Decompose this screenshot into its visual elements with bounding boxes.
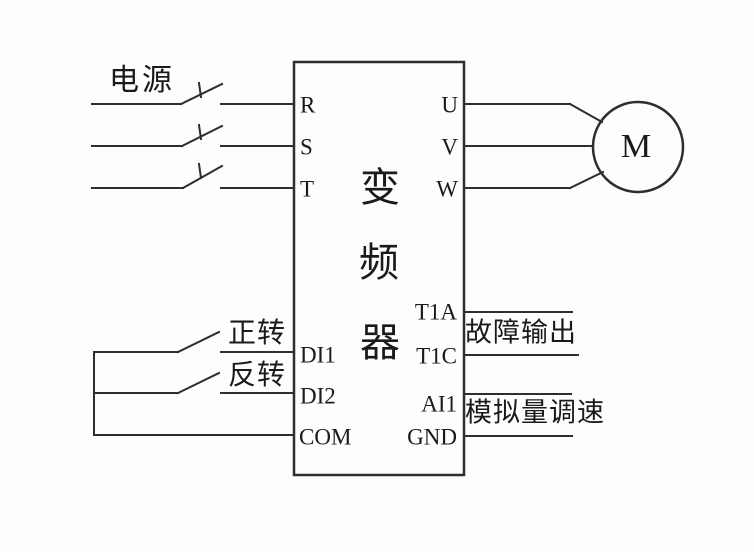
- inverter-name-char-1: 变: [360, 165, 400, 210]
- terminal-ai1: AI1: [421, 391, 457, 417]
- switch-reverse-blade: [176, 371, 221, 395]
- terminal-t1c: T1C: [416, 343, 457, 369]
- terminal-s: S: [300, 134, 313, 160]
- terminal-u: U: [441, 92, 458, 118]
- switch-forward-blade: [176, 330, 221, 354]
- analog-speed-label: 模拟量调速: [465, 397, 605, 428]
- motor-label: M: [620, 128, 652, 165]
- reverse-switch-label: 反转: [227, 360, 287, 391]
- terminal-r: R: [300, 92, 316, 118]
- switch-r-tick: [197, 81, 203, 99]
- terminal-t1a: T1A: [414, 299, 457, 325]
- switch-t-blade: [181, 164, 224, 190]
- inverter-name-char-2: 频: [359, 240, 399, 285]
- terminal-t: T: [300, 176, 315, 202]
- motor-circle: [591, 100, 685, 194]
- terminal-com: COM: [299, 424, 352, 450]
- terminal-gnd: GND: [407, 424, 457, 450]
- terminal-di1: DI1: [300, 342, 336, 368]
- power-label: 电源: [109, 64, 175, 97]
- terminal-di2: DI2: [300, 383, 336, 409]
- switch-s-blade: [180, 124, 224, 148]
- wire-u-diag: [568, 102, 604, 124]
- switch-s-tick: [197, 123, 203, 141]
- inverter-name-char-3: 器: [360, 320, 400, 365]
- wire-w-diag: [568, 170, 605, 190]
- inverter-box: [292, 60, 466, 477]
- terminal-v: V: [441, 134, 458, 160]
- switch-t-tick: [197, 162, 203, 180]
- forward-switch-label: 正转: [227, 318, 287, 349]
- terminal-w: W: [436, 176, 458, 202]
- fault-output-label: 故障输出: [465, 317, 577, 348]
